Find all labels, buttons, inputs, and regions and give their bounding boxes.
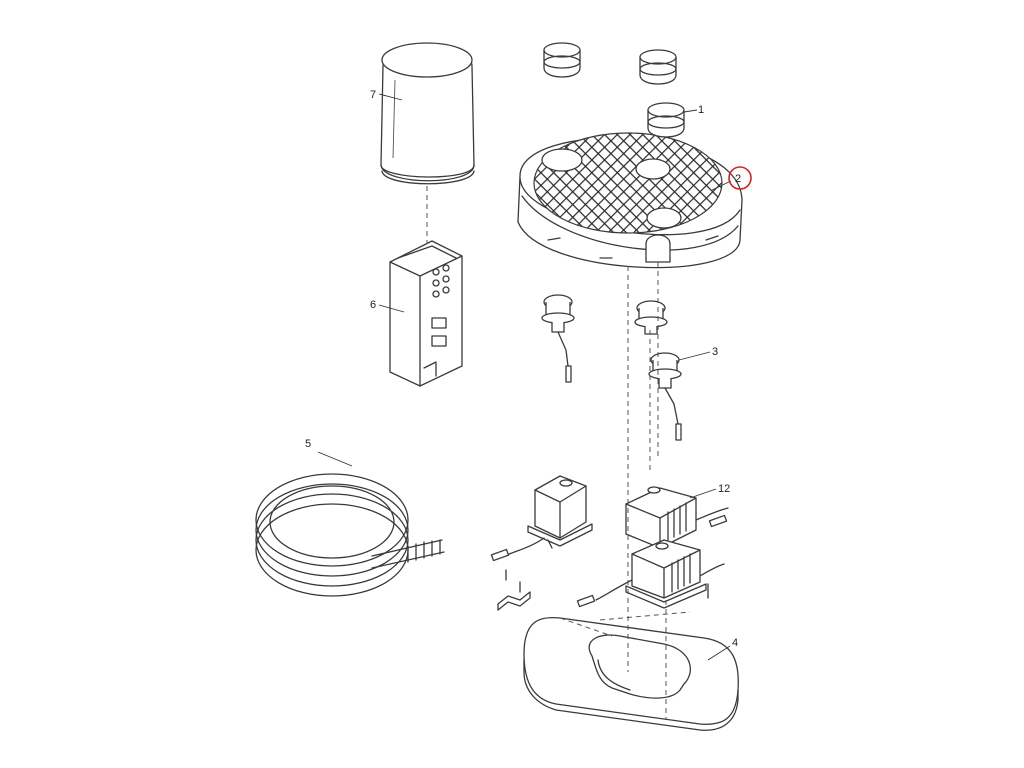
leader-lines bbox=[317, 93, 732, 661]
callout-3: 3 bbox=[712, 346, 718, 358]
callout-12: 12 bbox=[718, 483, 730, 495]
assembly-guide-lines bbox=[426, 186, 691, 720]
callout-1: 1 bbox=[698, 104, 704, 116]
hose-part bbox=[255, 473, 445, 597]
mesh-lid-part bbox=[517, 132, 743, 269]
control-box-part bbox=[389, 240, 463, 387]
light-parts bbox=[541, 294, 682, 441]
callout-labels: 1 2 3 4 5 6 7 12 bbox=[305, 89, 752, 649]
base-tray-part bbox=[523, 616, 739, 731]
callout-4: 4 bbox=[732, 637, 738, 649]
callout-6: 6 bbox=[370, 299, 376, 311]
light-part-b bbox=[634, 300, 668, 335]
cap-parts bbox=[543, 42, 685, 138]
pump-lower bbox=[576, 539, 725, 609]
callout-2: 2 bbox=[735, 173, 741, 185]
callout-7: 7 bbox=[370, 89, 376, 101]
cover-part bbox=[380, 42, 475, 185]
transformer-left bbox=[490, 475, 593, 562]
light-part-c bbox=[648, 352, 682, 441]
cap-part-a bbox=[543, 42, 581, 78]
pump-parts bbox=[490, 475, 729, 611]
pump-upper bbox=[625, 486, 729, 549]
cap-part-b bbox=[639, 49, 677, 85]
callout-5: 5 bbox=[305, 438, 311, 450]
light-part-a bbox=[541, 294, 575, 383]
callout-2-highlight bbox=[728, 166, 752, 190]
mounting-hardware bbox=[497, 569, 709, 611]
cap-part-c bbox=[647, 102, 685, 138]
